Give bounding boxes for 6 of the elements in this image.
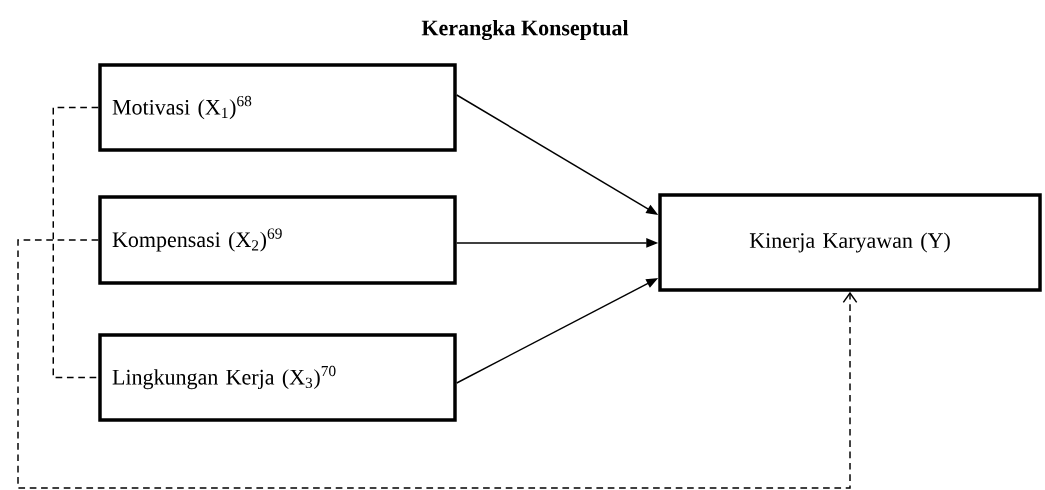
box: Motivasi (X$_{1}$)$^{68}$ bbox=[98, 63, 457, 152]
title: Kerangka Konseptual bbox=[421, 19, 629, 41]
box: Lingkungan Kerja (X$_{3}$)$^{70}$ bbox=[98, 333, 457, 422]
box: Kinerja Karyawan (Y) bbox=[658, 193, 1042, 292]
box: Kompensasi (X$_{2}$)$^{69}$ bbox=[98, 195, 457, 285]
arrow bbox=[17, 239, 858, 489]
